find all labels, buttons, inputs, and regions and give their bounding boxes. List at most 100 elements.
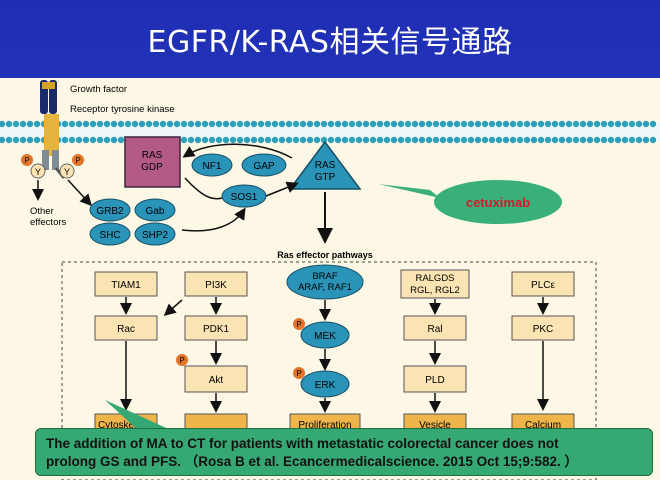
gap-node — [241, 153, 287, 177]
membrane-lipid-head — [558, 136, 566, 144]
membrane-lipid-head — [467, 136, 475, 144]
membrane-lipid-head — [61, 120, 69, 128]
svg-text:Y: Y — [64, 167, 70, 177]
membrane-lipid-head — [397, 120, 405, 128]
membrane-lipid-head — [313, 136, 321, 144]
membrane-lipid-head — [488, 136, 496, 144]
svg-text:P: P — [24, 156, 29, 165]
membrane-lipid-head — [12, 136, 20, 144]
membrane-lipid-head — [621, 120, 629, 128]
membrane-lipid-head — [593, 120, 601, 128]
pkc-box — [511, 315, 575, 341]
shp2-node — [134, 222, 176, 246]
svg-text:TIAM1: TIAM1 — [111, 280, 141, 291]
membrane-lipid-head — [334, 120, 342, 128]
membrane-lipid-head — [411, 136, 419, 144]
svg-text:Akt: Akt — [209, 375, 224, 386]
svg-text:Calcium: Calcium — [525, 420, 561, 431]
svg-text:SOS1: SOS1 — [231, 192, 258, 203]
pdk1-box — [184, 315, 248, 341]
membrane-lipid-head — [516, 120, 524, 128]
membrane-lipid-head — [544, 120, 552, 128]
membrane-lipid-head — [621, 136, 629, 144]
phospho-marker: P — [21, 154, 33, 166]
membrane-lipid-head — [600, 136, 608, 144]
membrane-lipid-head — [369, 120, 377, 128]
membrane-lipid-head — [187, 136, 195, 144]
svg-text:MEK: MEK — [314, 331, 336, 342]
membrane-lipid-head — [614, 136, 622, 144]
ras-gdp-label: RAS — [142, 150, 163, 161]
membrane-lipid-head — [642, 120, 650, 128]
membrane-lipid-head — [306, 136, 314, 144]
membrane-lipid-head — [362, 136, 370, 144]
membrane-lipid-head — [607, 136, 615, 144]
membrane-lipid-head — [439, 136, 447, 144]
callout-pointer — [378, 184, 440, 198]
membrane-lipid-head — [600, 120, 608, 128]
membrane-lipid-head — [502, 136, 510, 144]
svg-text:Gab: Gab — [146, 206, 165, 217]
membrane-lipid-head — [390, 136, 398, 144]
svg-text:Rac: Rac — [117, 324, 135, 335]
arrow — [163, 299, 183, 316]
membrane-lipid-head — [89, 120, 97, 128]
membrane-lipid-head — [117, 120, 125, 128]
membrane-lipid-head — [285, 120, 293, 128]
membrane-lipid-head — [341, 136, 349, 144]
phospho-marker: P — [293, 367, 305, 379]
membrane-lipid-head — [397, 136, 405, 144]
slide-title: EGFR/K-RAS相关信号通路 — [0, 0, 660, 78]
membrane-lipid-head — [628, 120, 636, 128]
membrane-lipid-head — [481, 120, 489, 128]
braf-node — [286, 264, 364, 300]
shc-node — [89, 222, 131, 246]
membrane-lipid-head — [390, 120, 398, 128]
note-pointer — [105, 400, 175, 432]
membrane-lipid-head — [453, 120, 461, 128]
membrane-lipid-head — [460, 120, 468, 128]
membrane-lipid-head — [194, 120, 202, 128]
ras-gtp-label: RAS — [315, 160, 336, 171]
membrane-lipid-head — [341, 120, 349, 128]
membrane-lipid-head — [572, 120, 580, 128]
svg-text:P: P — [75, 156, 80, 165]
svg-text:RGL, RGL2: RGL, RGL2 — [410, 285, 460, 296]
membrane-lipid-head — [271, 120, 279, 128]
membrane-lipid-head — [509, 136, 517, 144]
membrane-lipid-head — [530, 136, 538, 144]
arrow — [182, 143, 293, 159]
membrane-lipid-head — [649, 136, 657, 144]
membrane-lipid-head — [0, 136, 6, 144]
membrane-lipid-head — [579, 136, 587, 144]
study-note-line-2: prolong GS and PFS. （Rosa B et al. Ecanc… — [46, 454, 578, 469]
ras-gtp-label: GTP — [315, 172, 336, 183]
membrane-lipid-head — [180, 120, 188, 128]
tyrosine-marker: Y — [59, 163, 75, 179]
membrane-lipid-head — [467, 120, 475, 128]
membrane-lipid-head — [376, 136, 384, 144]
membrane-lipid-head — [229, 136, 237, 144]
membrane-lipid-head — [222, 136, 230, 144]
membrane-lipid-head — [558, 120, 566, 128]
svg-text:GRB2: GRB2 — [96, 206, 124, 217]
membrane-lipid-head — [446, 136, 454, 144]
tiam1-box — [94, 271, 158, 297]
membrane-lipid-head — [292, 136, 300, 144]
membrane-lipid-head — [236, 136, 244, 144]
membrane-lipid-head — [96, 120, 104, 128]
membrane-lipid-head — [418, 136, 426, 144]
membrane-lipid-head — [82, 136, 90, 144]
membrane-lipid-head — [502, 120, 510, 128]
membrane-lipid-head — [19, 136, 27, 144]
membrane-lipid-head — [271, 136, 279, 144]
membrane-lipid-head — [138, 120, 146, 128]
membrane-lipid-head — [439, 120, 447, 128]
membrane-lipid-head — [68, 136, 76, 144]
membrane-lipid-head — [75, 136, 83, 144]
membrane-lipid-head — [208, 120, 216, 128]
membrane-lipid-head — [89, 136, 97, 144]
growth-factor-label: Growth factor — [70, 84, 127, 95]
membrane-lipid-head — [131, 120, 139, 128]
membrane-lipid-head — [5, 136, 13, 144]
